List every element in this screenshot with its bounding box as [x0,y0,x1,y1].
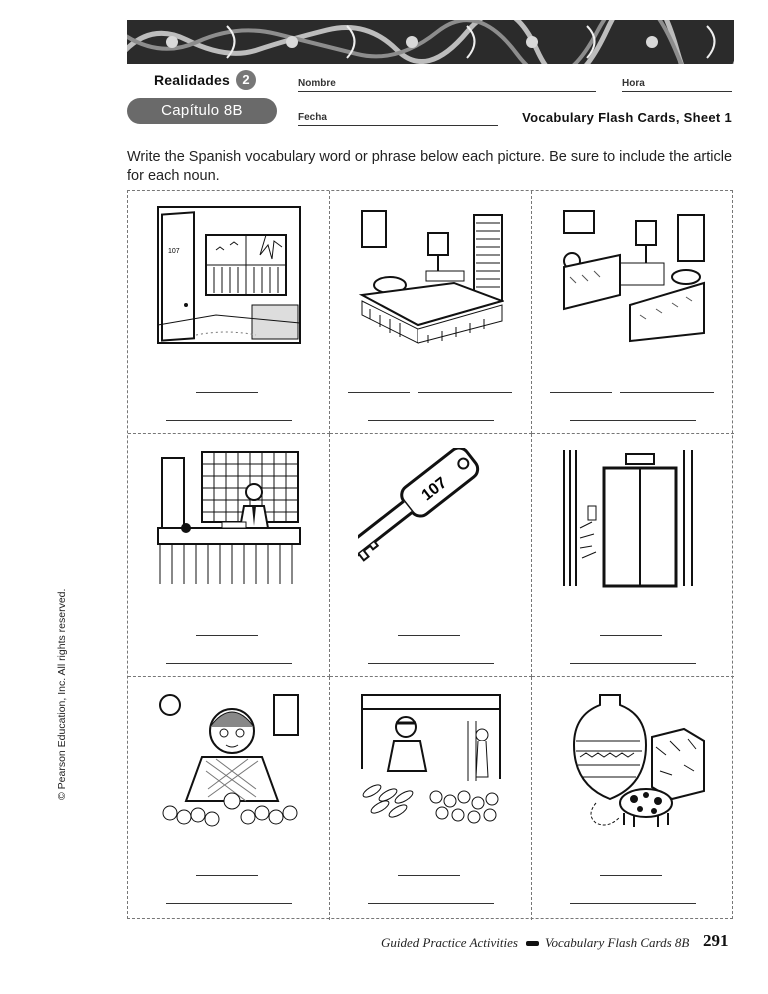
double-bed-room-icon [562,207,705,343]
flash-card [330,191,532,434]
room-key-icon: 107 [358,448,502,586]
flash-card [532,191,734,434]
outdoor-market-icon [360,693,502,829]
answer-line-word[interactable] [368,903,494,904]
name-label: Nombre [298,78,336,89]
name-line[interactable] [298,91,596,92]
decorative-banner [127,20,734,64]
answer-line-article[interactable] [398,635,460,636]
answer-line-article[interactable] [600,875,662,876]
hotel-reception-desk-icon [157,450,301,586]
answer-line-article[interactable] [196,392,258,393]
answer-line-article[interactable] [196,875,258,876]
instructions: Write the Spanish vocabulary word or phr… [127,149,733,184]
footer-separator [526,941,539,946]
answer-line-word[interactable] [570,903,696,904]
souvenir-crafts-icon [562,693,705,829]
answer-line-word[interactable] [166,903,292,904]
answer-line-word[interactable] [166,420,292,421]
flash-card: 107 [330,434,532,677]
answer-line-article[interactable] [348,392,410,393]
copyright-notice: © Pearson Education, Inc. All rights res… [56,588,68,800]
page-number: 291 [703,931,729,950]
elevator-icon [562,450,704,588]
flash-card: 107 [128,191,330,434]
flash-card [330,677,532,920]
answer-line-word[interactable] [368,663,494,664]
flash-card-grid: 107 [127,190,734,920]
room-number-text: 107 [168,248,180,255]
answer-line-adjective[interactable] [418,392,512,393]
footer-activity-name: Vocabulary Flash Cards 8B [545,935,690,950]
book-title: Realidades [154,72,230,88]
answer-line-word[interactable] [166,663,292,664]
hour-label: Hora [622,78,645,89]
date-label: Fecha [298,112,327,123]
market-vendor-icon [158,693,300,829]
footer-section-name: Guided Practice Activities [381,935,518,950]
answer-line-article[interactable] [196,635,258,636]
answer-line-article[interactable] [398,875,460,876]
flash-card [532,677,734,920]
chapter-badge: Capítulo 8B [127,98,277,124]
flash-card [128,677,330,920]
hour-line[interactable] [622,91,732,92]
answer-line-article[interactable] [600,635,662,636]
hotel-room-door-icon: 107 [157,206,301,344]
answer-line-article[interactable] [550,392,612,393]
answer-line-word[interactable] [570,420,696,421]
answer-line-adjective[interactable] [620,392,714,393]
single-bed-room-icon [358,207,504,344]
date-line[interactable] [298,125,498,126]
flash-card [128,434,330,677]
level-badge: 2 [236,70,256,90]
flash-card [532,434,734,677]
sheet-title: Vocabulary Flash Cards, Sheet 1 [522,110,732,125]
answer-line-word[interactable] [368,420,494,421]
answer-line-word[interactable] [570,663,696,664]
